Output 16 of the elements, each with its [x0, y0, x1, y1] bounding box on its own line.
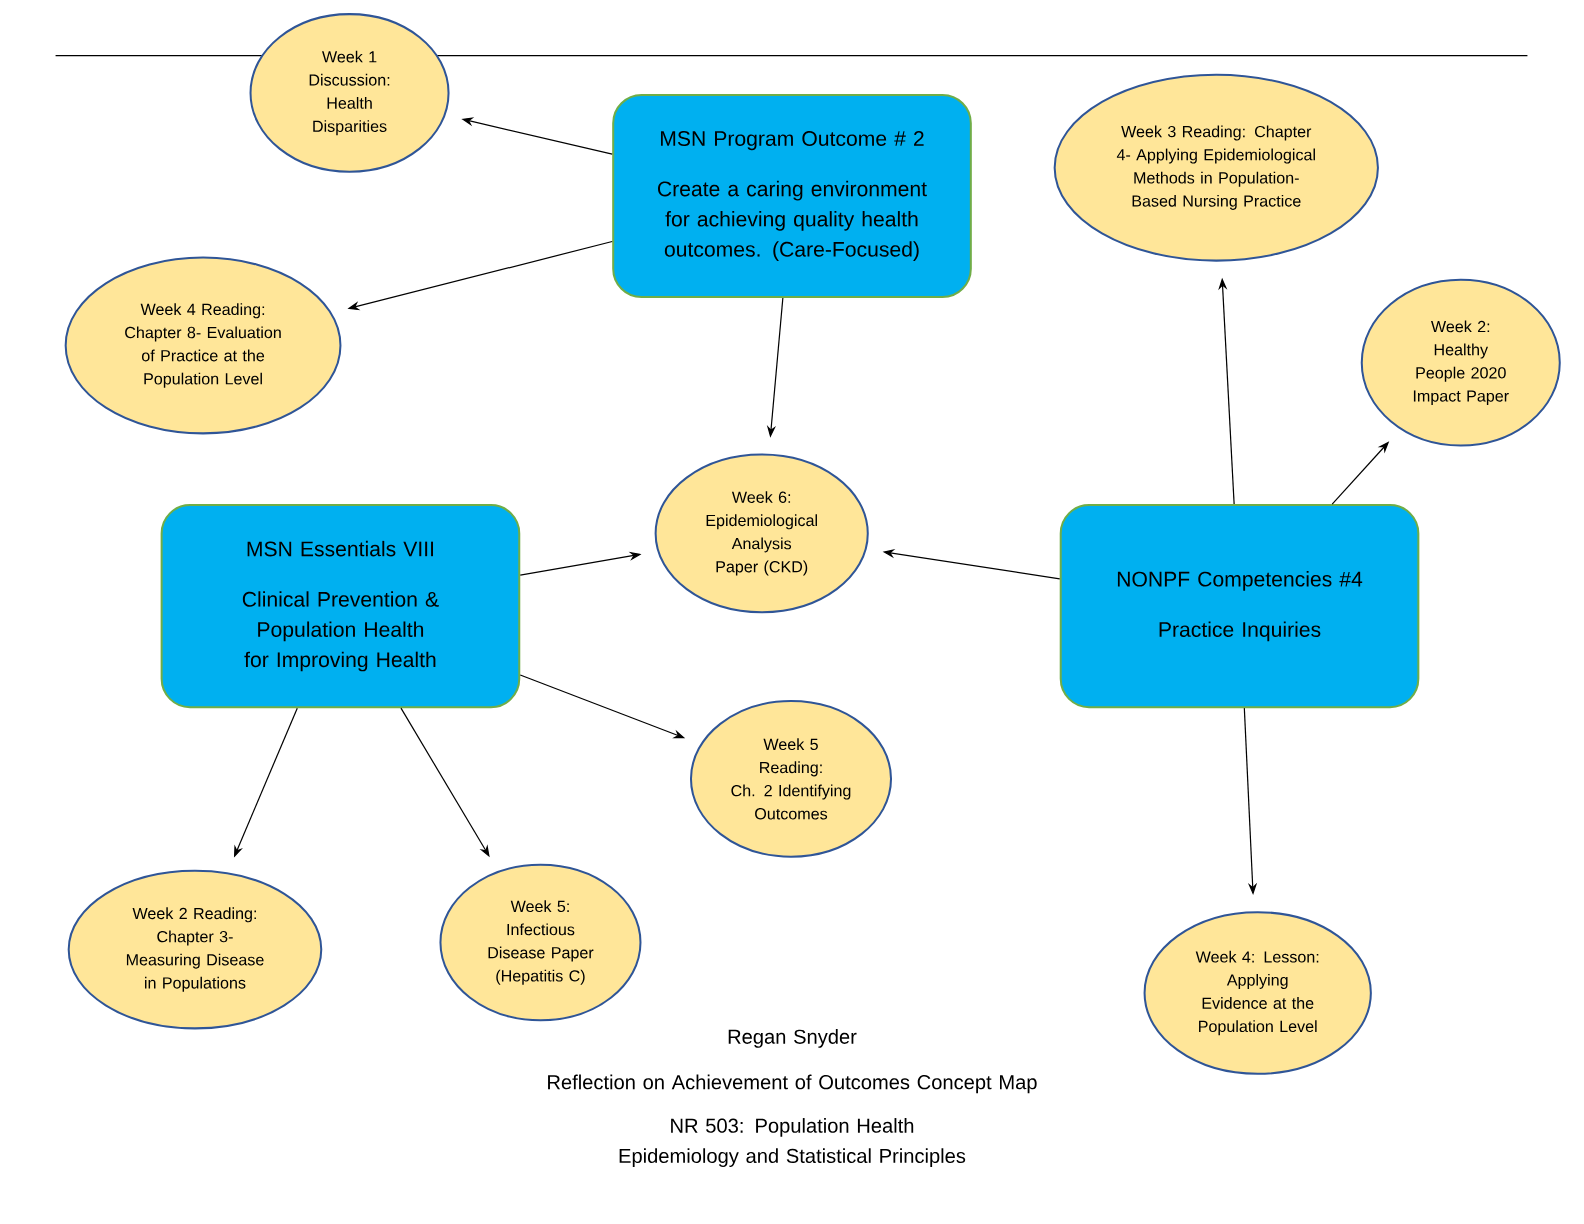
- caption-text: NR 503: Population Health Epidemiology and Statistical Principles: [619, 1117, 966, 1167]
- ellipse-node: Week 2: Healthy People 2020 Impact Paper: [1360, 278, 1561, 447]
- ellipse-node: Week 3 Reading: Chapter 4- Applying Epidemiological Methods in Population-Based Nursing Practice: [1053, 73, 1379, 262]
- rounded-box: NONPF Competencies #4 Practice Inquiries: [1059, 503, 1420, 708]
- ellipse-node: Week 6: Epidemiological Analysis Paper (CKD): [654, 453, 869, 613]
- ellipse-node: Week 4: Lesson: Applying Evidence at the Population Level: [1143, 911, 1372, 1075]
- ellipse-node: Week 4 Reading: Chapter 8- Evaluation of Practice at the Population Level: [64, 256, 342, 435]
- ellipse-node: Week 1 Discussion: Health Disparities: [249, 12, 450, 173]
- arrow: [400, 707, 490, 857]
- ellipse-node: Week 5 Reading: Ch. 2 Identifying Outcomes: [689, 699, 892, 858]
- rounded-box: MSN Essentials VIII Clinical Prevention & Population Health for Improving Health: [160, 503, 521, 708]
- rounded-box: MSN Program Outcome # 2 Create a caring environment for achieving quality health outcomes. (Care-Focused): [612, 93, 972, 298]
- caption-text: Reflection on Achievement of Outcomes Concept Map: [548, 1074, 1037, 1094]
- ellipse-node: Week 2 Reading: Chapter 3- Measuring Disease in Populations: [67, 869, 323, 1030]
- caption-text: Regan Snyder: [728, 1028, 857, 1048]
- ellipse-node: Week 5: Infectious Disease Paper (Hepatitis C): [439, 863, 642, 1022]
